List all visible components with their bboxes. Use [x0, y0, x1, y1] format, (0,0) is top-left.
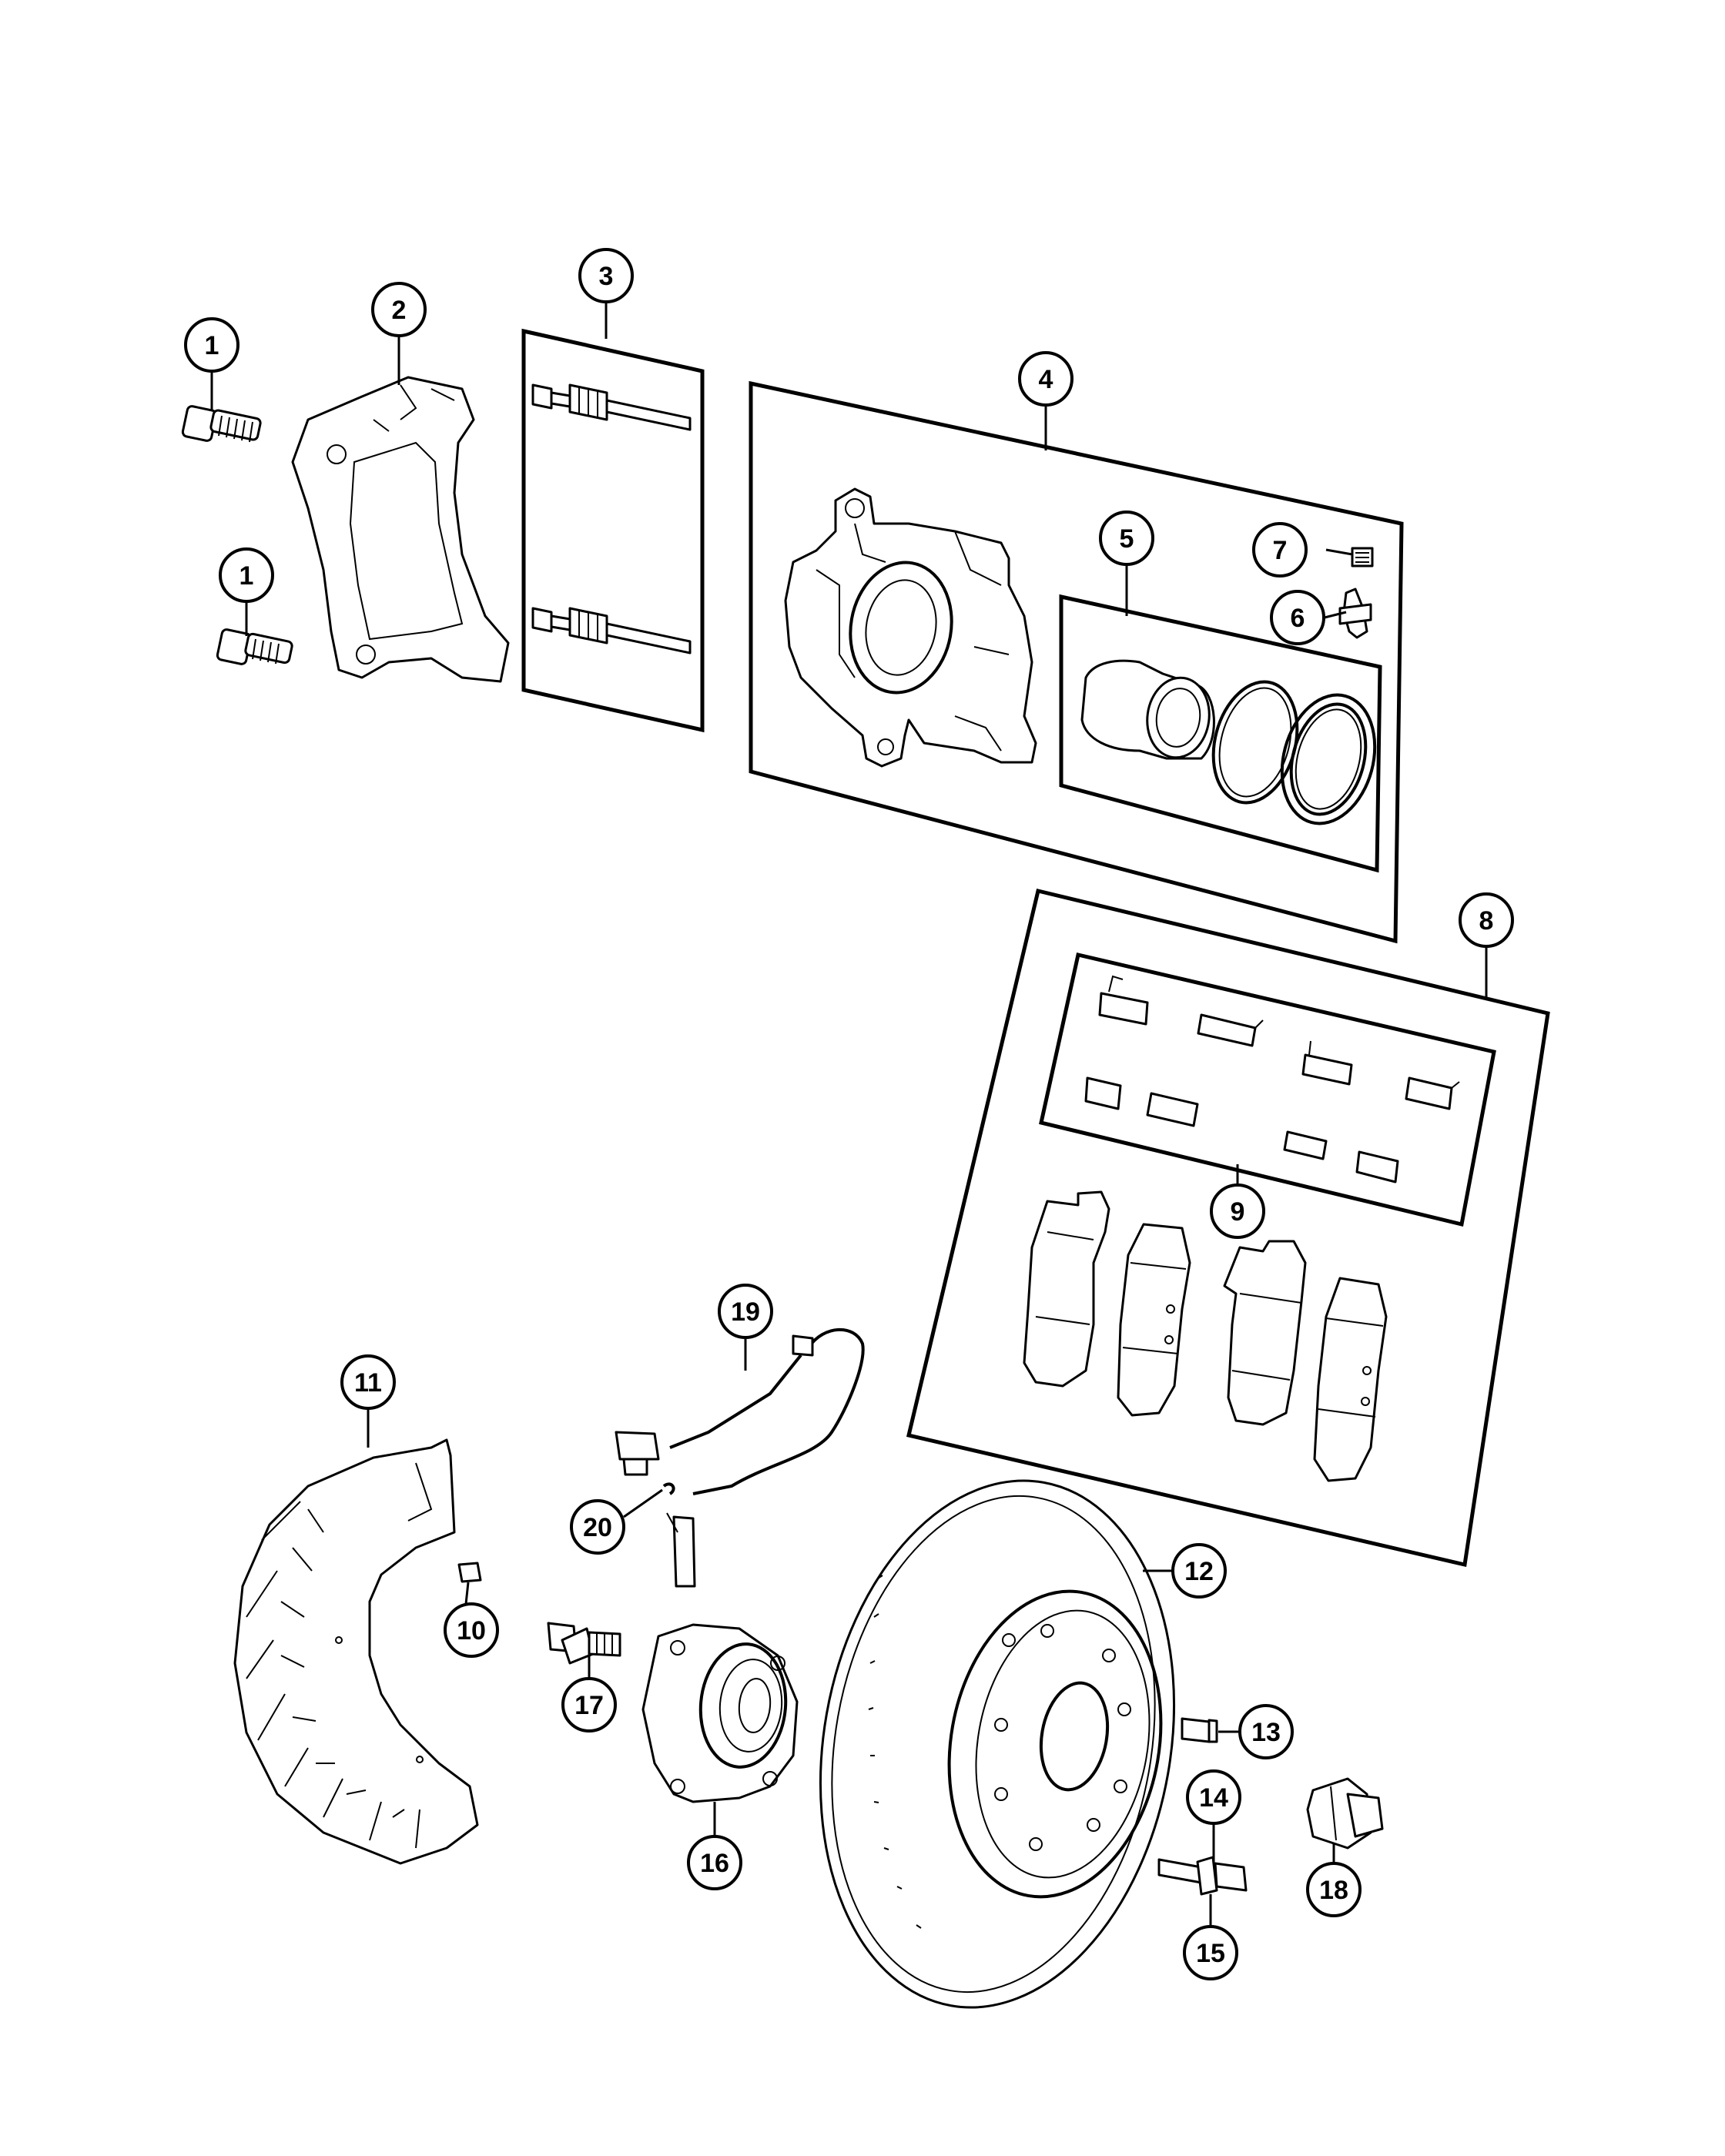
callout-2: 2 [371, 282, 427, 337]
caliper-bracket [291, 376, 510, 683]
callout-4: 4 [1018, 351, 1074, 407]
callout-12: 12 [1171, 1543, 1227, 1599]
wheel-stud [1157, 1856, 1248, 1896]
caliper-piston [1080, 659, 1215, 760]
callout-number: 5 [1120, 524, 1134, 554]
pad-clip [1084, 1076, 1122, 1110]
callout-number: 10 [457, 1616, 486, 1645]
hub-bearing [641, 1623, 799, 1803]
sensor-clip [662, 1482, 675, 1495]
callout-number: 17 [574, 1691, 604, 1720]
brake-pad-outer-1 [1117, 1223, 1191, 1417]
callout-number: 14 [1199, 1783, 1228, 1813]
dust-shield [233, 1438, 479, 1865]
shield-screw [457, 1562, 482, 1583]
kit-box-8 [906, 888, 1550, 1568]
brake-pad-inner-1 [1023, 1190, 1110, 1388]
callout-8: 8 [1459, 892, 1514, 948]
callout-number: 16 [700, 1849, 729, 1878]
callout-number: 20 [583, 1513, 612, 1542]
callout-number: 18 [1319, 1876, 1348, 1905]
callout-6: 6 [1270, 590, 1325, 645]
pad-clip [1146, 1092, 1199, 1127]
callout-number: 13 [1251, 1718, 1281, 1747]
callout-number: 1 [205, 331, 219, 360]
callout-number: 8 [1479, 906, 1494, 936]
kit-box-3 [521, 328, 705, 733]
hub-bolt [547, 1622, 621, 1665]
callout-number: 6 [1291, 604, 1305, 633]
callout-number: 7 [1273, 536, 1288, 565]
callout-number: 19 [731, 1297, 760, 1327]
rotor-screw [1181, 1717, 1218, 1743]
bleeder-screw [1338, 588, 1372, 639]
kit-box-5 [1059, 594, 1382, 873]
callout-1-upper: 1 [184, 317, 239, 373]
brake-rotor [819, 1479, 1176, 2009]
wear-sensor [615, 1327, 865, 1588]
guide-bolt-upper [181, 405, 262, 443]
callout-18: 18 [1306, 1862, 1362, 1917]
callout-14: 14 [1186, 1769, 1241, 1825]
brake-pad-outer-2 [1313, 1277, 1388, 1482]
pad-clip [1355, 1150, 1399, 1183]
dust-boot [1280, 693, 1377, 825]
callout-number: 1 [239, 561, 254, 591]
callout-7: 7 [1252, 522, 1308, 578]
guide-bolt-lower [216, 628, 293, 665]
callout-9: 9 [1210, 1183, 1265, 1239]
slide-pin-lower [531, 607, 692, 654]
leader-lines [210, 302, 1488, 1927]
callout-11: 11 [340, 1354, 396, 1410]
callout-13: 13 [1238, 1704, 1294, 1759]
callout-3: 3 [578, 248, 634, 303]
callout-1-lower: 1 [219, 547, 274, 603]
caliper-housing [784, 487, 1037, 768]
kit-box-4 [749, 380, 1404, 944]
callout-number: 15 [1196, 1939, 1225, 1968]
pad-clip [1301, 1040, 1353, 1086]
pad-clip [1098, 975, 1149, 1026]
callout-10: 10 [444, 1602, 499, 1658]
callout-15: 15 [1183, 1925, 1238, 1980]
callout-number: 4 [1039, 365, 1053, 394]
callout-number: 11 [354, 1368, 382, 1398]
pad-clip [1283, 1130, 1328, 1160]
brake-pad-inner-2 [1223, 1240, 1307, 1426]
pad-clip [1405, 1076, 1460, 1110]
bleeder-cap [1351, 547, 1374, 567]
kit-box-9 [1039, 952, 1496, 1227]
callout-16: 16 [687, 1835, 742, 1890]
callout-5: 5 [1099, 511, 1154, 566]
hub-nut [1306, 1777, 1384, 1850]
slide-pin-upper [531, 383, 692, 431]
callout-number: 2 [392, 296, 407, 325]
callout-number: 9 [1231, 1197, 1245, 1227]
callout-number: 12 [1184, 1557, 1214, 1586]
callout-19: 19 [718, 1284, 773, 1339]
callout-number: 3 [599, 262, 614, 291]
callout-20: 20 [570, 1499, 625, 1555]
pad-clip [1197, 1013, 1264, 1047]
callout-17: 17 [561, 1677, 617, 1732]
